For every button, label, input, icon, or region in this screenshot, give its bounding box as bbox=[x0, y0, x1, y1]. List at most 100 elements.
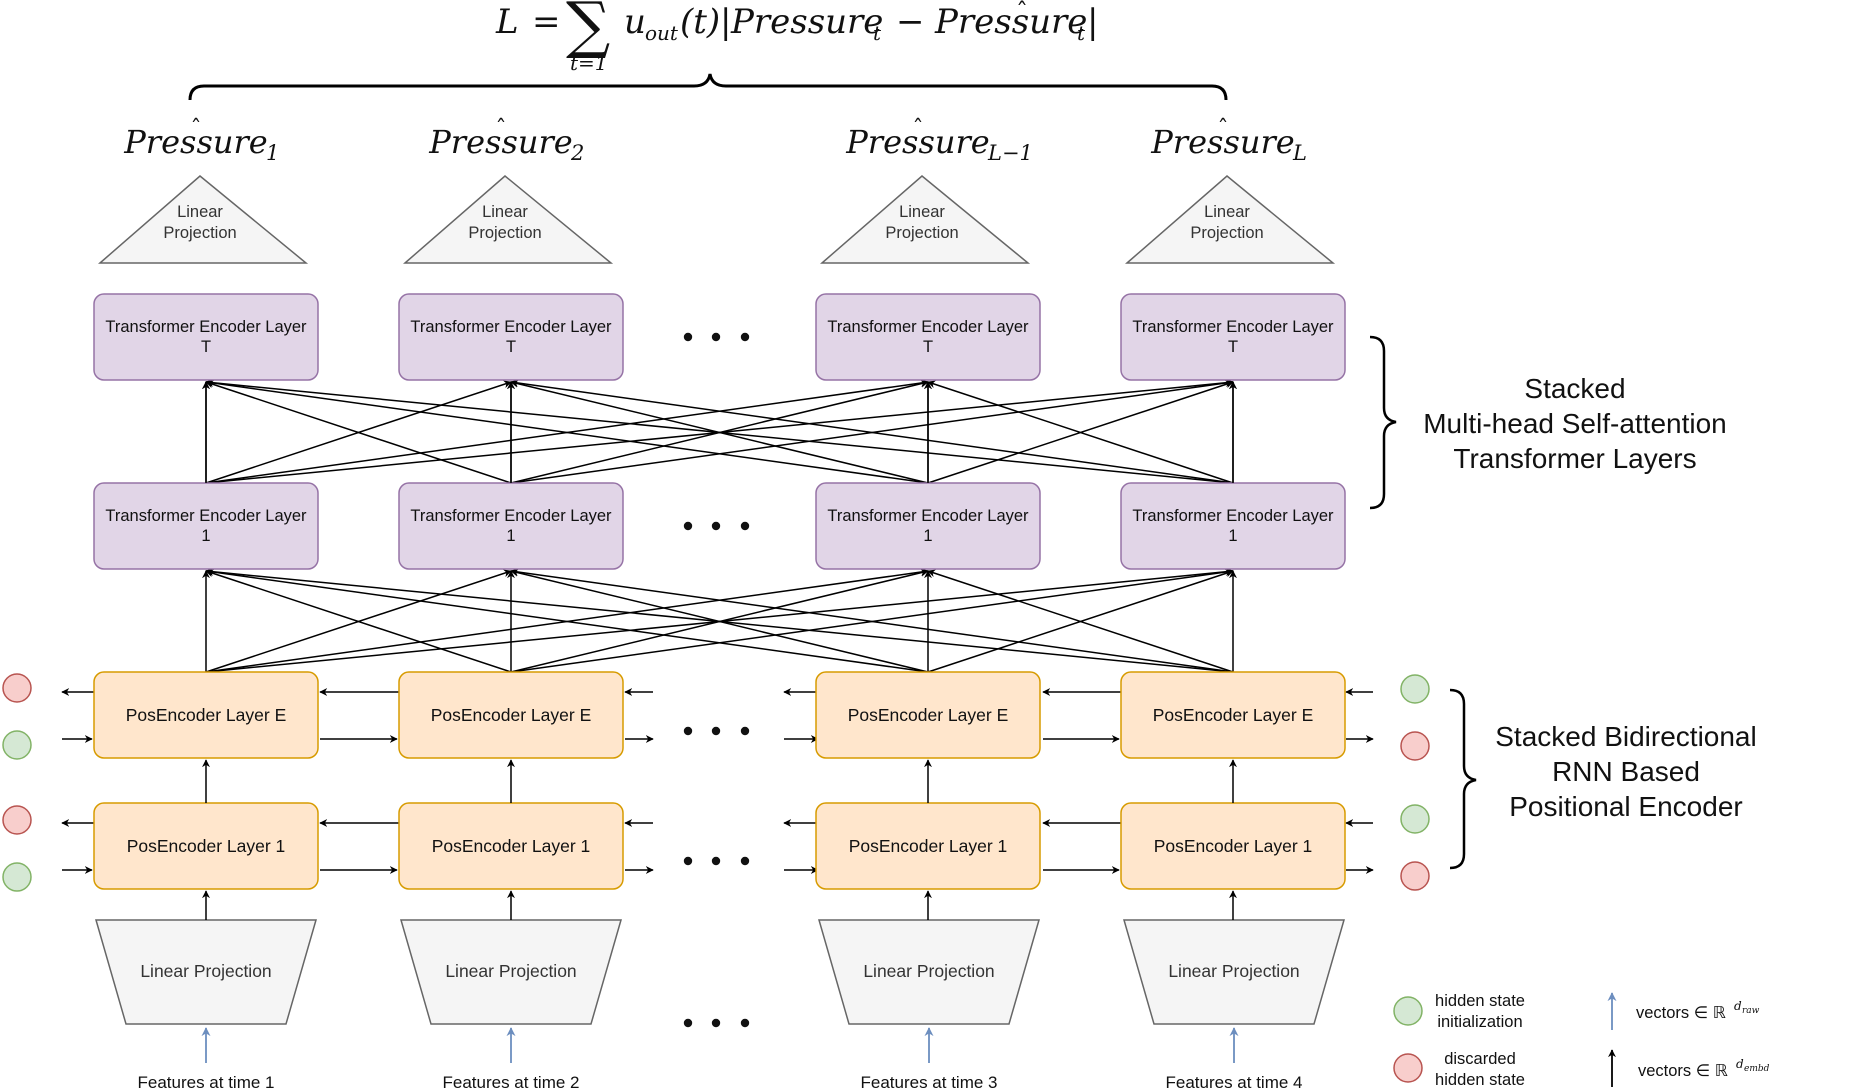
ellipsis-dot-4-2 bbox=[711, 856, 721, 866]
loss-arg: (t) bbox=[680, 2, 720, 42]
transformer-T-label-1-3: Transformer Encoder Layer bbox=[827, 318, 1029, 336]
right-discard-state-E bbox=[1400, 731, 1430, 761]
loss-pressure-subscript: t bbox=[873, 21, 882, 45]
output-label-3: Pressure bbox=[845, 123, 989, 161]
left-discard-state-1 bbox=[2, 805, 32, 835]
loss-sum-symbol: ∑ bbox=[566, 0, 610, 61]
input-projection-label-4: Linear Projection bbox=[1168, 961, 1299, 981]
attention-edge-T-2-1 bbox=[205, 380, 512, 484]
rnn-brace bbox=[1449, 688, 1477, 870]
ellipsis-dot-5-3 bbox=[740, 1018, 750, 1028]
loss-bar-open: | bbox=[720, 2, 731, 42]
attention-edge-T-3-1 bbox=[205, 379, 929, 484]
output-projection-1 bbox=[97, 175, 309, 264]
input-projection-label-3: Linear Projection bbox=[863, 961, 994, 981]
output-hat-3: ˆ bbox=[913, 117, 924, 142]
transformer-1-label-2-1: 1 bbox=[201, 527, 210, 545]
pos-encoder-layer-E-2 bbox=[398, 671, 624, 759]
pos-encoder-layer-E-1 bbox=[93, 671, 319, 759]
ellipsis-dot-2-3 bbox=[740, 521, 750, 531]
legend-discard-line-2: hidden state bbox=[1435, 1071, 1525, 1089]
loss-u: u bbox=[624, 2, 646, 42]
right-init-state-E bbox=[1400, 674, 1430, 704]
legend: hidden state initialization discarded hi… bbox=[1393, 992, 1770, 1089]
pos-encoder-E-label-4: PosEncoder Layer E bbox=[1153, 705, 1314, 725]
legend-init-circle bbox=[1393, 996, 1423, 1026]
output-projection-label-2-3: Projection bbox=[885, 224, 958, 242]
legend-raw-text: vectors ∈ ℝ bbox=[1636, 1004, 1727, 1022]
attention-edge-T-4-3 bbox=[927, 380, 1234, 484]
transformer-1-label-1-1: Transformer Encoder Layer bbox=[105, 507, 307, 525]
transformer-T-label-1-1: Transformer Encoder Layer bbox=[105, 318, 307, 336]
legend-init-line-2: initialization bbox=[1437, 1013, 1522, 1031]
transformer-layer-1-3 bbox=[815, 482, 1041, 570]
legend-discard-line-1: discarded bbox=[1444, 1050, 1516, 1068]
output-hat-4: ˆ bbox=[1218, 117, 1229, 142]
ellipsis-dot-5-2 bbox=[711, 1018, 721, 1028]
transformer-layer-1-2 bbox=[398, 482, 624, 570]
output-subscript-3: L−1 bbox=[987, 141, 1033, 165]
pos-encoder-E-label-3: PosEncoder Layer E bbox=[848, 705, 1009, 725]
transformer-T-label-2-2: T bbox=[506, 338, 516, 356]
legend-embd-sup: d bbox=[1736, 1057, 1744, 1071]
attention-edge-1-2-1 bbox=[205, 569, 512, 673]
transformer-T-label-1-2: Transformer Encoder Layer bbox=[410, 318, 612, 336]
loss-minus: − bbox=[896, 2, 925, 42]
attention-edge-T-4-1 bbox=[205, 378, 1234, 484]
pos-encoder-layer-E-3 bbox=[815, 671, 1041, 759]
right-discard-state-1 bbox=[1400, 861, 1430, 891]
loss-sum-subscript: t=1 bbox=[570, 51, 608, 75]
loss-pressure-hat-subscript: t bbox=[1077, 21, 1086, 45]
transformer-label-line-3: Transformer Layers bbox=[1453, 443, 1696, 474]
pos-encoder-E-label-2: PosEncoder Layer E bbox=[431, 705, 592, 725]
loss-pressure-hat: Pressure bbox=[934, 2, 1087, 42]
input-projection-label-1: Linear Projection bbox=[140, 961, 271, 981]
ellipsis-dot-4-1 bbox=[683, 856, 693, 866]
legend-embd-text: vectors ∈ ℝ bbox=[1638, 1062, 1729, 1080]
transformer-layer-1-4 bbox=[1120, 482, 1346, 570]
loss-equals: = bbox=[532, 2, 561, 42]
transformer-side-label: Stacked Multi-head Self-attention Transf… bbox=[1423, 373, 1727, 474]
pos-encoder-1-label-2: PosEncoder Layer 1 bbox=[432, 836, 591, 856]
output-label-2: Pressure bbox=[428, 123, 572, 161]
transformer-1-label-2-3: 1 bbox=[923, 527, 932, 545]
transformer-label-line-1: Stacked bbox=[1524, 373, 1625, 404]
attention-edge-1-4-2 bbox=[510, 568, 1234, 673]
ellipsis-dot-2-1 bbox=[683, 521, 693, 531]
pos-encoder-1-label-1: PosEncoder Layer 1 bbox=[127, 836, 286, 856]
rnn-label-line-3: Positional Encoder bbox=[1509, 791, 1742, 822]
output-projection-label-2-1: Projection bbox=[163, 224, 236, 242]
loss-formula: L = ∑ t=1 u out (t) | Pressure t − Press… bbox=[495, 0, 1098, 75]
output-projection-label-2-4: Projection bbox=[1190, 224, 1263, 242]
output-subscript-2: 2 bbox=[570, 141, 584, 165]
left-init-state-1 bbox=[2, 862, 32, 892]
features-label-4: Features at time 4 bbox=[1165, 1073, 1302, 1092]
output-label-4: Pressure bbox=[1150, 123, 1294, 161]
rnn-label-line-2: RNN Based bbox=[1552, 756, 1700, 787]
output-subscript-4: L bbox=[1292, 141, 1307, 165]
transformer-T-label-1-4: Transformer Encoder Layer bbox=[1132, 318, 1334, 336]
transformer-layer-T-2 bbox=[398, 293, 624, 381]
loss-hat-glyph: ˆ bbox=[1016, 0, 1028, 26]
transformer-T-label-2-1: T bbox=[201, 338, 211, 356]
ellipsis-dot-4-3 bbox=[740, 856, 750, 866]
attention-edge-1-4-3 bbox=[927, 569, 1234, 673]
input-projection-4 bbox=[1123, 919, 1345, 1025]
loss-bar-close: | bbox=[1087, 2, 1098, 42]
features-label-3: Features at time 3 bbox=[860, 1073, 997, 1092]
transformer-brace bbox=[1369, 335, 1397, 510]
transformer-layer-T-4 bbox=[1120, 293, 1346, 381]
transformer-1-label-2-2: 1 bbox=[506, 527, 515, 545]
output-projection-label-1-3: Linear bbox=[899, 203, 945, 221]
input-projection-2 bbox=[400, 919, 622, 1025]
ellipsis-dot-3-1 bbox=[683, 726, 693, 736]
ellipsis-dot-3-3 bbox=[740, 726, 750, 736]
top-brace bbox=[188, 73, 1228, 101]
ellipsis-dot-1-1 bbox=[683, 332, 693, 342]
left-init-state-E bbox=[2, 730, 32, 760]
transformer-layer-T-1 bbox=[93, 293, 319, 381]
